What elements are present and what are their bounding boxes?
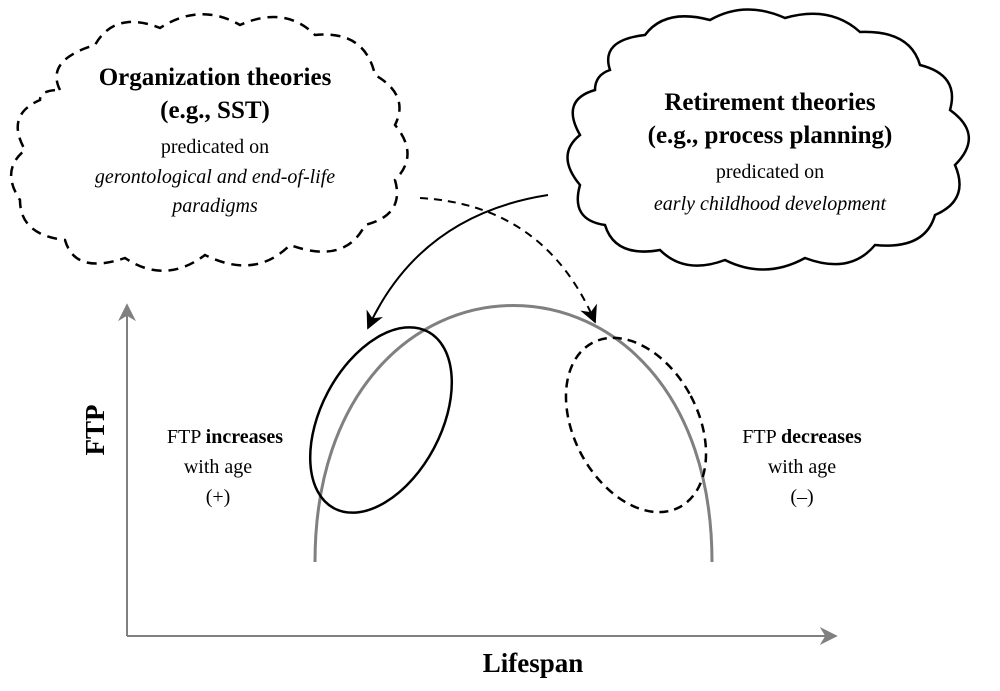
dashed-arrow-org-to-decrease — [419, 197, 597, 324]
ret-theories-example: (e.g., process planning) — [648, 122, 893, 149]
ftp-lifespan-curve — [313, 304, 714, 563]
retirement-theories-cloud — [566, 8, 971, 271]
ftp-decreases-label: FTP decreases — [742, 426, 862, 448]
left-with-age: with age — [184, 456, 252, 478]
decrease-region-ellipse — [564, 336, 708, 514]
organization-theories-cloud — [10, 13, 409, 272]
org-predicated-on: predicated on — [161, 136, 269, 158]
increase-sign: (+) — [206, 486, 231, 508]
ret-theories-title: Retirement theories — [664, 89, 876, 116]
y-axis-label: FTP — [80, 405, 110, 456]
solid-arrow-ret-to-increase — [366, 194, 549, 330]
org-paradigm-line1: gerontological and end-of-life — [95, 166, 335, 188]
decrease-sign: (–) — [790, 486, 813, 508]
x-axis-label: Lifespan — [483, 648, 584, 678]
ret-paradigm: early childhood development — [654, 193, 887, 215]
increase-region-ellipse — [308, 326, 454, 514]
ftp-increases-label: FTP increases — [167, 426, 283, 448]
org-theories-title: Organization theories — [99, 64, 332, 91]
right-with-age: with age — [768, 456, 836, 478]
org-theories-example: (e.g., SST) — [160, 97, 270, 124]
ret-predicated-on: predicated on — [716, 161, 824, 183]
org-paradigm-line2: paradigms — [170, 195, 258, 217]
